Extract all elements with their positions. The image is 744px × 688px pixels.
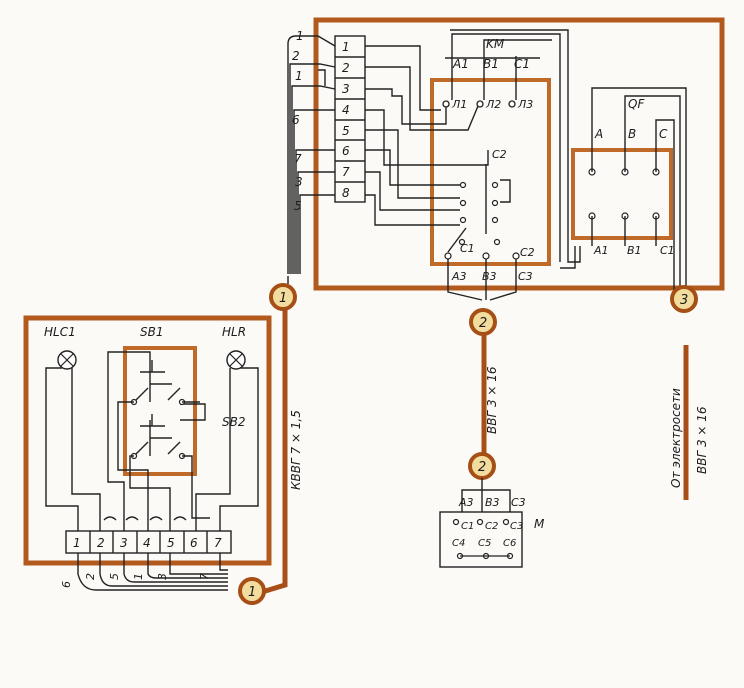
panel-terminal-strip: 1 2 3 4 5 6 7 (65, 530, 232, 554)
svg-text:1: 1 (295, 69, 303, 83)
contactor-km: KM A1 B1 C1 Л1 Л2 Л3 C2 C1 C2 A3 B (430, 33, 561, 283)
svg-text:6: 6 (60, 581, 73, 588)
km-label: KM (486, 37, 505, 51)
svg-text:B3: B3 (482, 270, 497, 283)
cable-3-spec: ВВГ 3 × 16 (695, 406, 709, 474)
svg-text:B1: B1 (483, 57, 499, 71)
breaker-qf: QF A B C A1 B1 C1 (450, 29, 687, 290)
svg-text:C1: C1 (461, 521, 474, 532)
terminal-1: 1 (342, 40, 350, 54)
svg-text:A1: A1 (593, 244, 609, 257)
svg-text:2: 2 (478, 460, 486, 475)
panel-output-wires (77, 553, 228, 591)
svg-text:C2: C2 (520, 246, 535, 259)
svg-text:C1: C1 (514, 57, 530, 71)
svg-text:1: 1 (248, 585, 256, 600)
cable-3-note: От электросети (669, 388, 683, 488)
svg-text:A1: A1 (452, 57, 469, 71)
svg-text:SB1: SB1 (140, 325, 163, 339)
cable-1-spec: КВВГ 7 × 1,5 (289, 410, 303, 490)
svg-text:C5: C5 (478, 538, 491, 549)
terminal-6: 6 (342, 144, 350, 158)
panel-wire-numbers: 6 2 5 1 3 7 (60, 573, 211, 588)
svg-text:1: 1 (73, 536, 81, 550)
terminal-2: 2 (342, 61, 350, 75)
svg-text:HLR: HLR (222, 325, 246, 339)
cabinet-terminal-strip: 1 2 3 4 5 6 7 8 (334, 35, 366, 203)
svg-text:HLC1: HLC1 (44, 325, 76, 339)
motor-feed-wires (447, 259, 517, 301)
svg-text:C1: C1 (660, 244, 675, 257)
svg-text:C1: C1 (460, 242, 475, 255)
control-wiring (365, 45, 489, 253)
svg-text:C: C (659, 127, 668, 141)
button-block: SB1 SB2 (123, 325, 245, 476)
svg-text:C4: C4 (452, 538, 465, 549)
svg-text:C3: C3 (510, 521, 523, 532)
svg-text:B3: B3 (485, 496, 500, 509)
svg-text:5: 5 (167, 536, 175, 550)
cable-2: 2 ВВГ 3 × 16 2 (461, 308, 511, 520)
cable-1-marker-bottom (238, 577, 266, 605)
svg-text:C3: C3 (518, 270, 533, 283)
svg-text:B: B (628, 127, 636, 141)
cabinet-enclosure (313, 17, 725, 291)
panel-internal-wiring (45, 351, 259, 531)
svg-text:3: 3 (120, 536, 128, 550)
svg-text:A: A (594, 127, 603, 141)
svg-text:C3: C3 (511, 496, 526, 509)
svg-text:2: 2 (479, 316, 487, 331)
svg-text:2: 2 (292, 49, 300, 63)
svg-text:1: 1 (132, 573, 145, 580)
svg-text:Л2: Л2 (485, 98, 501, 111)
terminal-5: 5 (342, 124, 350, 138)
terminal-7: 7 (342, 165, 350, 179)
svg-text:7: 7 (294, 152, 302, 166)
svg-text:C2: C2 (492, 148, 507, 161)
svg-text:4: 4 (143, 536, 151, 550)
svg-text:3: 3 (680, 293, 688, 308)
svg-text:Л3: Л3 (517, 98, 533, 111)
lamp-hlr: HLR (222, 325, 246, 370)
cable-1: 1 1 КВВГ 7 × 1,5 (238, 276, 303, 605)
svg-text:3: 3 (156, 573, 169, 580)
svg-text:5: 5 (108, 573, 121, 580)
terminal-3: 3 (342, 82, 350, 96)
svg-text:6: 6 (292, 113, 300, 127)
svg-text:6: 6 (190, 536, 198, 550)
cable-1-marker-top (269, 283, 297, 311)
qf-label: QF (628, 97, 645, 111)
svg-text:Л1: Л1 (451, 98, 467, 111)
motor-m: A3 B3 C3 M C1 C2 C3 C4 C5 C6 (439, 496, 545, 568)
terminal-8: 8 (342, 186, 350, 200)
svg-text:A3: A3 (451, 270, 467, 283)
svg-text:7: 7 (198, 573, 211, 580)
cable-3-marker (670, 285, 698, 313)
svg-text:3: 3 (295, 175, 303, 189)
svg-text:C6: C6 (503, 538, 516, 549)
terminal-4: 4 (342, 103, 350, 117)
svg-text:2: 2 (97, 536, 105, 550)
svg-text:C2: C2 (485, 521, 498, 532)
incoming-wire-bundle (287, 35, 336, 274)
svg-text:B1: B1 (627, 244, 642, 257)
lamp-hlc1: HLC1 (44, 325, 77, 370)
svg-text:1: 1 (279, 291, 287, 306)
svg-text:A3: A3 (458, 496, 474, 509)
motor-label: M (534, 517, 545, 531)
svg-text:7: 7 (214, 536, 222, 550)
cable-3: 3 От электросети ВВГ 3 × 16 (669, 285, 709, 500)
svg-text:SB2: SB2 (222, 415, 245, 429)
svg-text:2: 2 (84, 573, 97, 580)
cable-2-spec: ВВГ 3 × 16 (485, 366, 499, 434)
